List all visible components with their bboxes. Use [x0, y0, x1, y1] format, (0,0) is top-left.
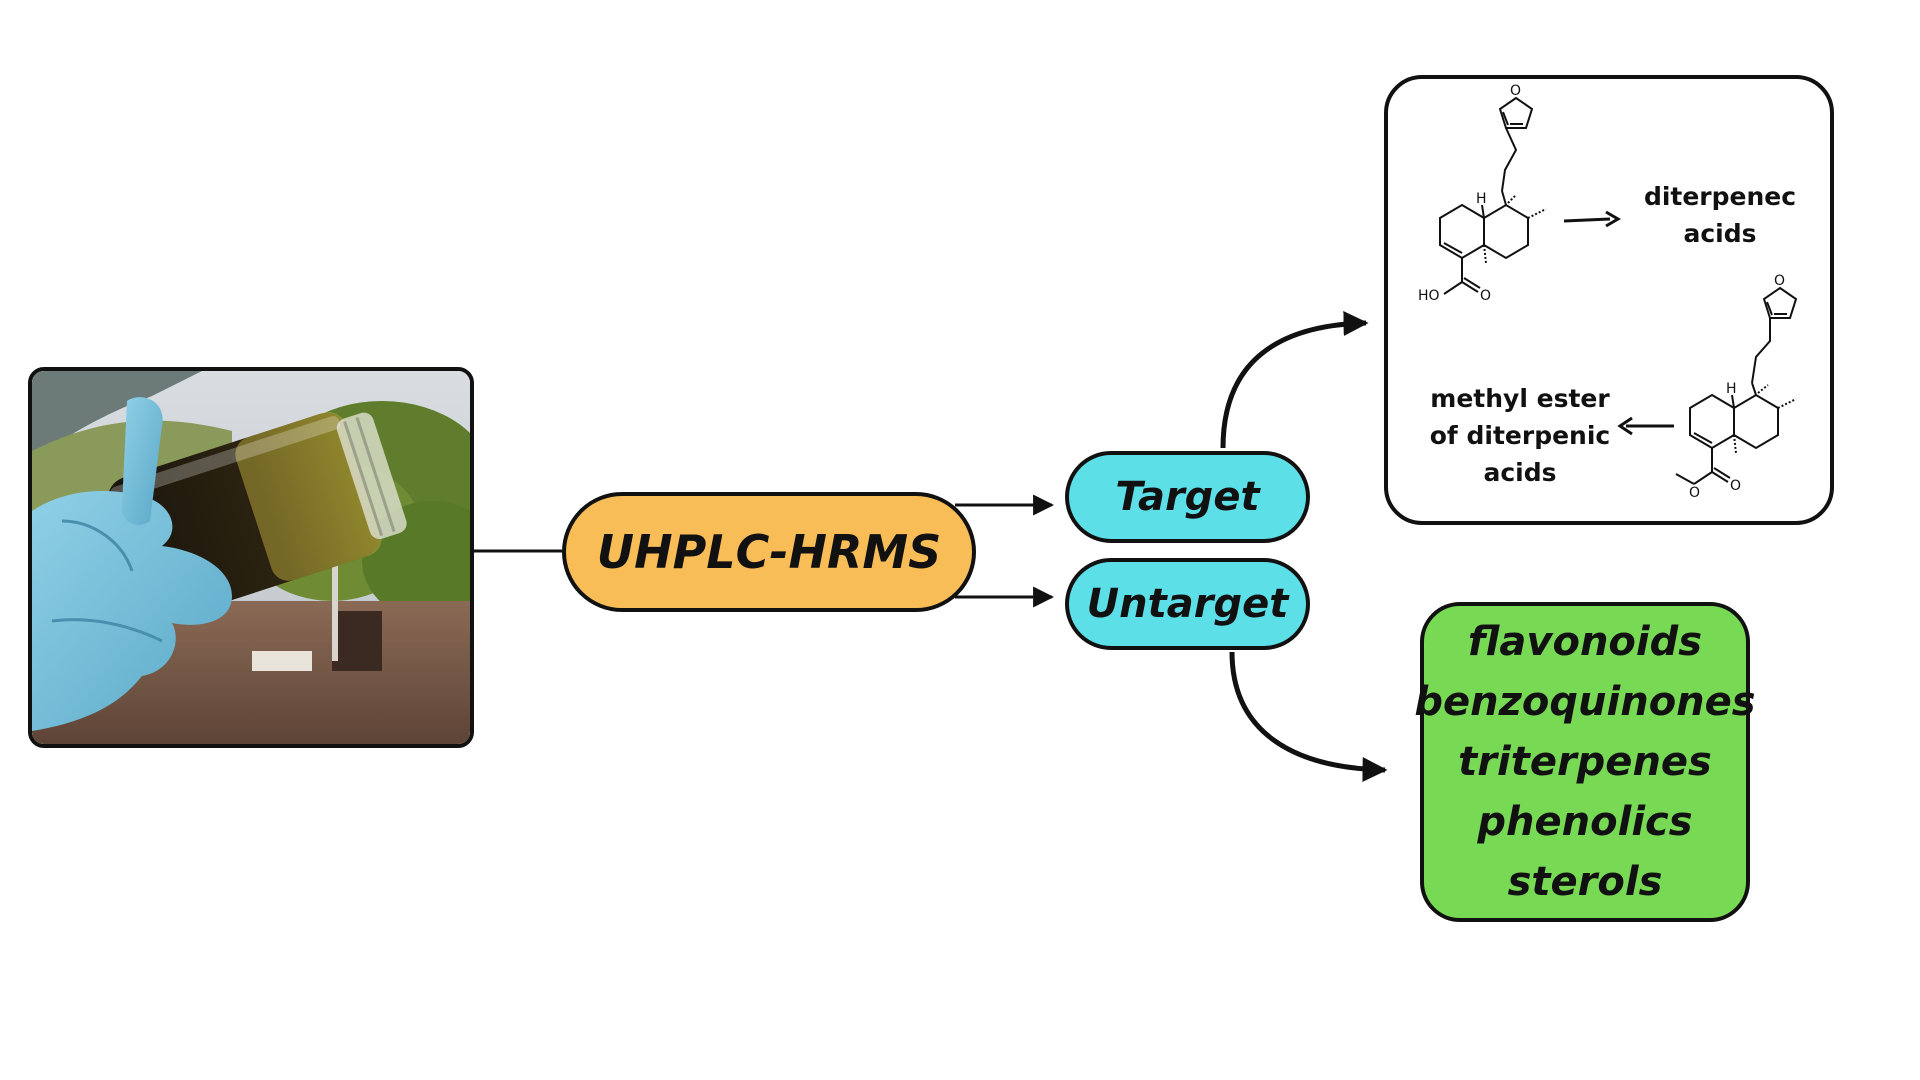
- acid-label-line1: diterpenec: [1643, 182, 1797, 211]
- methyl-ester-structure: O H O O: [1675, 273, 1798, 501]
- ester-label-line3: acids: [1483, 458, 1557, 487]
- acid-furan-o-atom: O: [1510, 83, 1521, 99]
- sample-photo: [28, 367, 474, 748]
- technique-uhplc-hrms: UHPLC-HRMS: [562, 492, 976, 612]
- technique-label: UHPLC-HRMS: [596, 525, 942, 579]
- ester-label-arrow: [1617, 416, 1674, 436]
- oleoresin-jar-image: [32, 371, 470, 744]
- diterpenic-acid-structure: O H HO O: [1418, 83, 1547, 304]
- methyl-ester-label: methyl ester of diterpenic acids: [1410, 380, 1630, 491]
- acid-carbonyl-o-atom: O: [1480, 288, 1491, 304]
- target-label: Target: [1115, 474, 1260, 520]
- ester-h-atom: H: [1726, 381, 1737, 397]
- ester-label-line1: methyl ester: [1430, 384, 1610, 413]
- class-flavonoids: flavonoids: [1467, 619, 1703, 665]
- diterpenic-acids-label: diterpenec acids: [1620, 178, 1820, 252]
- class-triterpenes: triterpenes: [1458, 739, 1712, 785]
- target-to-compounds-arrow: [1220, 311, 1369, 449]
- untarget-to-classes-arrow: [1229, 651, 1388, 783]
- branch-target: Target: [1065, 451, 1310, 543]
- target-results-box: [1384, 75, 1834, 525]
- acid-h-atom: H: [1476, 191, 1487, 207]
- ester-furan-o-atom: O: [1774, 273, 1785, 289]
- ester-carbonyl-o-atom: O: [1730, 478, 1741, 494]
- ester-label-line2: of diterpenic: [1429, 421, 1611, 450]
- untarget-results-box: flavonoids benzoquinones triterpenes phe…: [1414, 602, 1756, 922]
- class-phenolics: phenolics: [1477, 799, 1693, 845]
- acid-ho-atoms: HO: [1418, 288, 1440, 304]
- acid-label-arrow: [1563, 210, 1621, 228]
- class-sterols: sterols: [1507, 859, 1663, 905]
- untarget-label: Untarget: [1086, 581, 1289, 627]
- ester-o-atom: O: [1689, 485, 1700, 501]
- branch-untarget: Untarget: [1065, 558, 1310, 650]
- acid-label-line2: acids: [1683, 219, 1757, 248]
- class-benzoquinones: benzoquinones: [1414, 679, 1756, 725]
